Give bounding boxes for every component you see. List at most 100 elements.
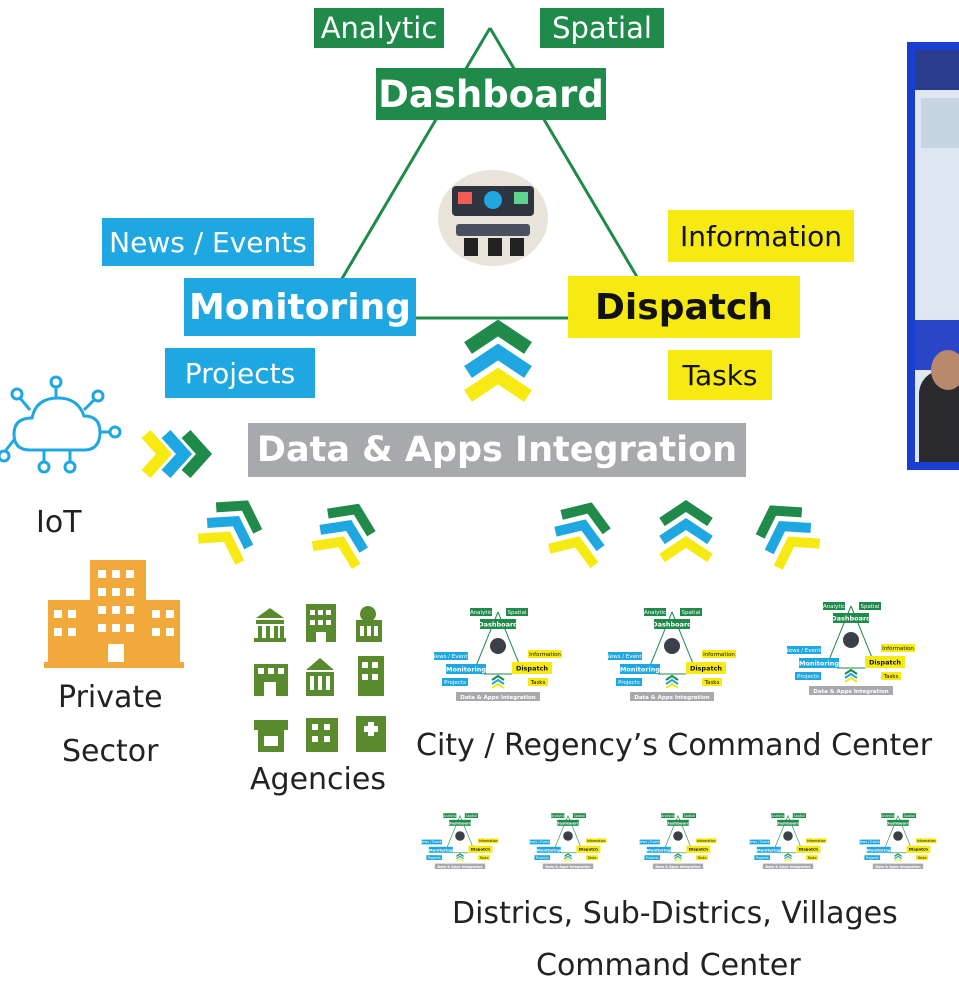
svg-text:Dispatch: Dispatch	[471, 847, 490, 852]
control-room-icon	[438, 170, 548, 266]
photo-panel	[907, 42, 959, 470]
district-mini-diagram-3: Analytic Spatial Dashboard News / Events…	[632, 812, 724, 872]
svg-text:Tasks: Tasks	[883, 674, 899, 680]
district-mini-diagram-1: Analytic Spatial Dashboard News / Events…	[414, 812, 506, 872]
svg-text:Dashboard: Dashboard	[831, 615, 871, 623]
district-mini-diagram-2: Analytic Spatial Dashboard News / Events…	[522, 812, 614, 872]
svg-text:Projects: Projects	[797, 674, 819, 680]
svg-text:Dashboard: Dashboard	[556, 820, 580, 825]
city-mini-diagram-1: Analytic Spatial Dashboard News / Events…	[428, 606, 568, 706]
svg-text:Data & Apps Integration: Data & Apps Integration	[634, 695, 710, 701]
svg-text:Dashboard: Dashboard	[776, 820, 800, 825]
svg-text:Analytic: Analytic	[644, 610, 666, 616]
svg-text:Information: Information	[587, 839, 606, 843]
svg-text:Information: Information	[703, 652, 735, 658]
svg-text:Information: Information	[529, 652, 561, 658]
svg-text:Information: Information	[807, 839, 826, 843]
svg-text:Dispatch: Dispatch	[690, 665, 722, 673]
svg-text:Monitoring: Monitoring	[429, 847, 453, 852]
svg-text:Dispatch: Dispatch	[579, 847, 598, 852]
svg-text:Information: Information	[479, 839, 498, 843]
svg-text:Data & Apps Integration: Data & Apps Integration	[655, 865, 701, 869]
svg-text:Monitoring: Monitoring	[647, 847, 671, 852]
photo-panel-content	[915, 50, 959, 462]
svg-text:Data & Apps Integration: Data & Apps Integration	[460, 695, 536, 701]
projects-label: Projects	[165, 348, 315, 398]
svg-text:Projects: Projects	[646, 856, 659, 860]
svg-text:News / Events: News / Events	[748, 840, 772, 844]
svg-text:Spatial: Spatial	[904, 814, 915, 818]
svg-text:Information: Information	[697, 839, 716, 843]
svg-text:Analytic: Analytic	[443, 814, 456, 818]
district-label-line1: Districs, Sub-Districs, Villages	[452, 896, 898, 931]
svg-text:Tasks: Tasks	[807, 856, 817, 860]
svg-text:Analytic: Analytic	[881, 814, 894, 818]
spatial-label: Spatial	[540, 8, 664, 48]
svg-text:Spatial: Spatial	[574, 814, 585, 818]
svg-text:News / Events: News / Events	[432, 654, 471, 660]
svg-text:Analytic: Analytic	[470, 610, 492, 616]
integration-bar: Data & Apps Integration	[248, 423, 746, 477]
svg-text:Tasks: Tasks	[704, 680, 720, 686]
svg-text:Monitoring: Monitoring	[446, 666, 486, 674]
svg-text:Analytic: Analytic	[551, 814, 564, 818]
svg-text:News / Events: News / Events	[606, 654, 645, 660]
svg-text:Spatial: Spatial	[684, 814, 695, 818]
svg-text:Tasks: Tasks	[697, 856, 707, 860]
svg-text:Dashboard: Dashboard	[666, 820, 690, 825]
svg-text:Analytic: Analytic	[771, 814, 784, 818]
district-label-line2: Command Center	[536, 948, 801, 983]
news-events-label: News / Events	[102, 218, 314, 266]
city-command-center-label: City / Regency’s Command Center	[416, 728, 933, 763]
svg-text:Monitoring: Monitoring	[757, 847, 781, 852]
city-mini-diagram-2: Analytic Spatial Dashboard News / Events…	[602, 606, 742, 706]
svg-text:News / Events: News / Events	[420, 840, 444, 844]
svg-text:Dispatch: Dispatch	[516, 665, 548, 673]
svg-text:News / Events: News / Events	[858, 840, 882, 844]
svg-text:Projects: Projects	[428, 856, 441, 860]
svg-text:News / Events: News / Events	[638, 840, 662, 844]
svg-text:Information: Information	[882, 646, 914, 652]
district-mini-diagram-4: Analytic Spatial Dashboard News / Events…	[742, 812, 834, 872]
svg-text:Projects: Projects	[444, 680, 466, 686]
svg-text:Dispatch: Dispatch	[909, 847, 928, 852]
svg-text:Data & Apps Integration: Data & Apps Integration	[875, 865, 921, 869]
svg-text:Dispatch: Dispatch	[689, 847, 708, 852]
dashboard-label: Dashboard	[376, 68, 606, 120]
iot-label: IoT	[36, 505, 82, 540]
svg-text:Dashboard: Dashboard	[886, 820, 910, 825]
svg-text:Tasks: Tasks	[917, 856, 927, 860]
svg-text:Dispatch: Dispatch	[799, 847, 818, 852]
svg-text:Spatial: Spatial	[508, 610, 527, 616]
analytic-label: Analytic	[314, 8, 444, 48]
svg-text:Projects: Projects	[618, 680, 640, 686]
tasks-label: Tasks	[668, 350, 772, 400]
svg-text:Projects: Projects	[536, 856, 549, 860]
svg-text:Information: Information	[917, 839, 936, 843]
city-mini-diagram-3: Analytic Spatial Dashboard News / Events…	[776, 600, 926, 700]
dispatch-label: Dispatch	[568, 276, 800, 338]
svg-text:Dashboard: Dashboard	[478, 621, 518, 629]
svg-text:Tasks: Tasks	[530, 680, 546, 686]
svg-text:Projects: Projects	[756, 856, 769, 860]
svg-text:Dispatch: Dispatch	[869, 659, 901, 667]
svg-text:Data & Apps Integration: Data & Apps Integration	[813, 689, 889, 695]
monitoring-label: Monitoring	[184, 278, 416, 336]
svg-text:Analytic: Analytic	[661, 814, 674, 818]
svg-text:Tasks: Tasks	[479, 856, 489, 860]
information-label: Information	[668, 210, 854, 262]
svg-text:Spatial: Spatial	[682, 610, 701, 616]
svg-text:Monitoring: Monitoring	[799, 660, 839, 668]
svg-text:Data & Apps Integration: Data & Apps Integration	[437, 865, 483, 869]
svg-text:Spatial: Spatial	[861, 604, 880, 610]
private-sector-line2: Sector	[62, 734, 159, 769]
svg-text:Tasks: Tasks	[587, 856, 597, 860]
svg-text:Projects: Projects	[866, 856, 879, 860]
svg-text:Dashboard: Dashboard	[448, 820, 472, 825]
svg-text:Data & Apps Integration: Data & Apps Integration	[545, 865, 591, 869]
svg-text:Monitoring: Monitoring	[620, 666, 660, 674]
agencies-label: Agencies	[250, 762, 386, 797]
svg-text:Spatial: Spatial	[794, 814, 805, 818]
private-sector-line1: Private	[58, 680, 163, 715]
svg-text:News / Events: News / Events	[528, 840, 552, 844]
